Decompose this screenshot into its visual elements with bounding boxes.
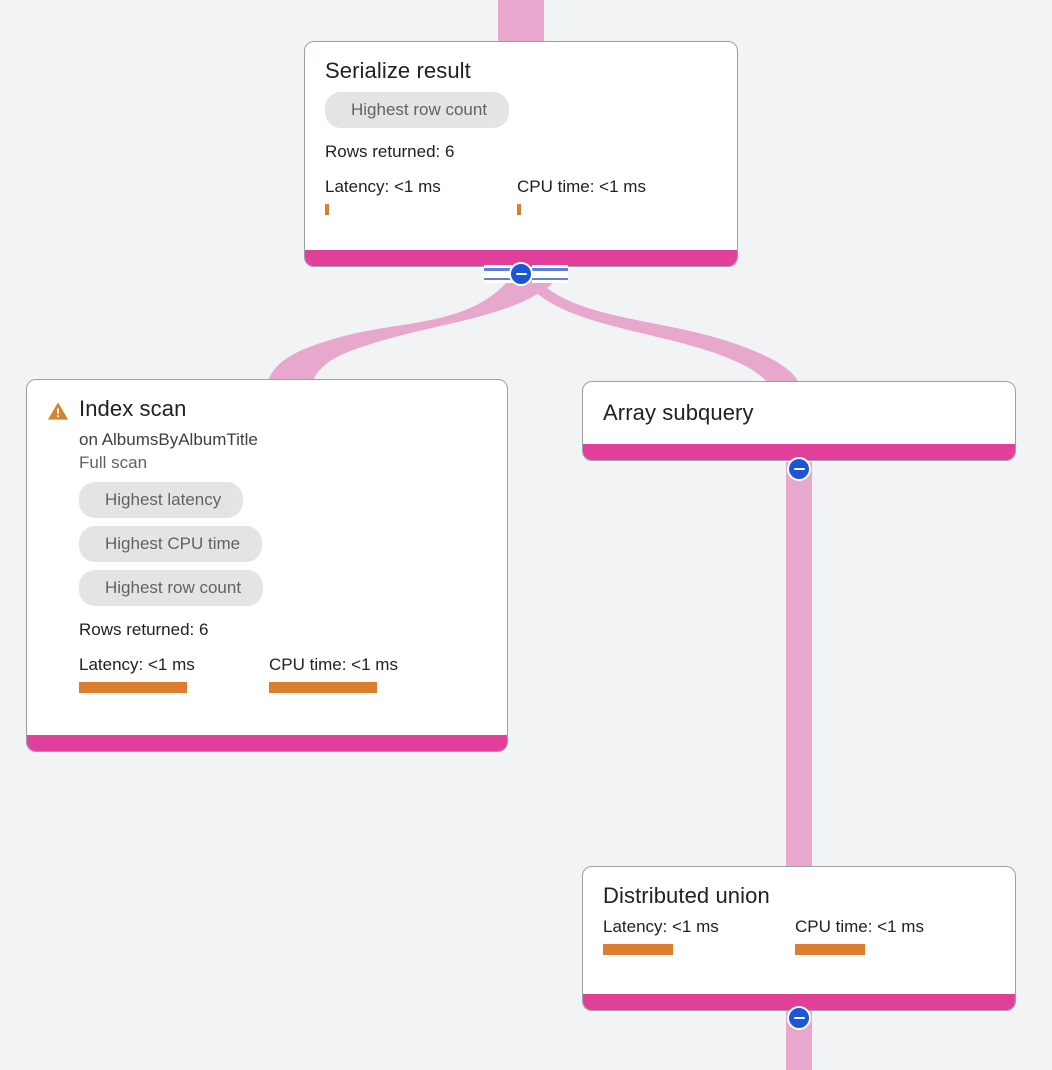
node-distributed-union-title-row: Distributed union xyxy=(603,883,995,909)
node-distributed-union-body: Distributed union Latency: <1 ms CPU tim… xyxy=(583,867,1015,969)
metric-cpu-time-label: CPU time: <1 ms xyxy=(269,655,398,674)
metric-latency: Latency: <1 ms xyxy=(79,655,269,693)
rows-returned-label: Rows returned: 6 xyxy=(325,142,455,161)
node-title: Index scan xyxy=(79,396,187,421)
metric-latency: Latency: <1 ms xyxy=(325,177,517,215)
metric-cpu-time-bar xyxy=(517,204,521,215)
warning-triangle-icon xyxy=(47,402,69,420)
node-index-scan-title-row: Index scan xyxy=(47,396,487,422)
metric-latency-label: Latency: <1 ms xyxy=(79,655,195,674)
metric-latency: Latency: <1 ms xyxy=(603,917,795,955)
metric-cpu-time-bar xyxy=(269,682,377,693)
minus-icon xyxy=(515,272,527,276)
edge-serialize-to-index-scan xyxy=(268,274,560,381)
metric-cpu-time-label: CPU time: <1 ms xyxy=(795,917,924,936)
rows-returned-label: Rows returned: 6 xyxy=(79,620,209,639)
metric-cpu-time: CPU time: <1 ms xyxy=(517,177,709,215)
edge-serialize-to-array-subquery xyxy=(522,276,798,381)
metric-cpu-time: CPU time: <1 ms xyxy=(795,917,987,955)
node-array-subquery-title-row: Array subquery xyxy=(603,400,995,426)
node-index-scan-metrics: Latency: <1 ms CPU time: <1 ms xyxy=(79,655,487,693)
node-distributed-union-metrics: Latency: <1 ms CPU time: <1 ms xyxy=(603,917,995,955)
collapse-stripes-right xyxy=(532,265,568,283)
node-array-subquery[interactable]: Array subquery xyxy=(582,381,1016,461)
node-title: Array subquery xyxy=(603,400,754,425)
node-index-scan[interactable]: Index scan on AlbumsByAlbumTitle Full sc… xyxy=(26,379,508,752)
node-distributed-union-status-bar xyxy=(583,994,1015,1010)
node-array-subquery-body: Array subquery xyxy=(583,382,1015,436)
minus-icon xyxy=(793,1016,805,1020)
index-scan-scan-type: Full scan xyxy=(79,453,148,472)
node-serialize-result-title-row: Serialize result xyxy=(325,58,717,84)
metric-latency-bar xyxy=(603,944,673,955)
index-scan-subtitle: on AlbumsByAlbumTitle xyxy=(79,430,258,449)
node-index-scan-badges: Highest latency Highest CPU time Highest… xyxy=(79,482,487,614)
node-serialize-result-badges: Highest row count xyxy=(325,92,717,136)
badge-highest-latency: Highest latency xyxy=(79,482,244,518)
node-distributed-union[interactable]: Distributed union Latency: <1 ms CPU tim… xyxy=(582,866,1016,1011)
badge-highest-row-count: Highest row count xyxy=(79,570,264,606)
collapse-toggle-serialize-result[interactable] xyxy=(509,262,533,286)
badge-highest-row-count: Highest row count xyxy=(325,92,510,128)
badge-highest-cpu-time: Highest CPU time xyxy=(79,526,263,562)
minus-icon xyxy=(793,467,805,471)
node-title: Distributed union xyxy=(603,883,770,908)
edge-into-serialize-result xyxy=(498,0,544,44)
edge-array-subquery-to-distributed-union xyxy=(786,462,812,872)
node-index-scan-body: Index scan on AlbumsByAlbumTitle Full sc… xyxy=(27,380,507,707)
node-serialize-result[interactable]: Serialize result Highest row count Rows … xyxy=(304,41,738,267)
metric-cpu-time-bar xyxy=(795,944,865,955)
metric-latency-label: Latency: <1 ms xyxy=(603,917,719,936)
node-index-scan-status-bar xyxy=(27,735,507,751)
node-serialize-result-status-bar xyxy=(305,250,737,266)
metric-latency-bar xyxy=(79,682,187,693)
node-array-subquery-status-bar xyxy=(583,444,1015,460)
node-index-scan-details: on AlbumsByAlbumTitle Full scan Highest … xyxy=(47,428,487,693)
metric-cpu-time-label: CPU time: <1 ms xyxy=(517,177,646,196)
metric-latency-label: Latency: <1 ms xyxy=(325,177,441,196)
node-serialize-result-metrics: Latency: <1 ms CPU time: <1 ms xyxy=(325,177,717,215)
collapse-toggle-array-subquery[interactable] xyxy=(787,457,811,481)
collapse-toggle-distributed-union[interactable] xyxy=(787,1006,811,1030)
metric-latency-bar xyxy=(325,204,329,215)
metric-cpu-time: CPU time: <1 ms xyxy=(269,655,459,693)
node-title: Serialize result xyxy=(325,58,471,83)
node-serialize-result-body: Serialize result Highest row count Rows … xyxy=(305,42,737,229)
